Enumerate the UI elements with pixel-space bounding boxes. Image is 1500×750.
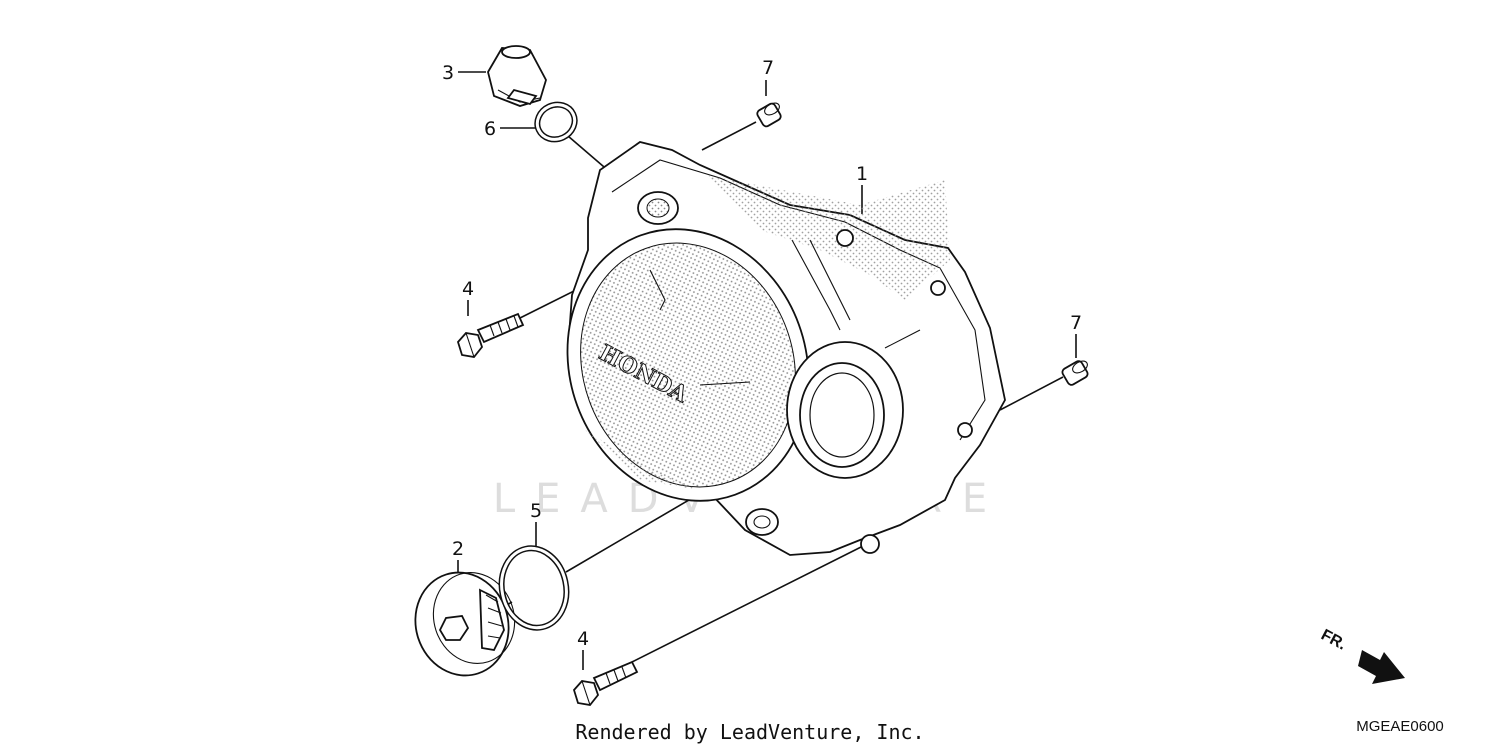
callout-6: 6 xyxy=(484,118,496,140)
crankcase-cover: HONDA xyxy=(566,141,1006,556)
callout-3: 3 xyxy=(442,62,454,84)
dowel-pin-upper xyxy=(756,102,782,128)
callout-5: 5 xyxy=(530,500,542,522)
callout-2: 2 xyxy=(452,538,464,560)
flange-bolt-upper xyxy=(456,312,525,358)
footer-credit: Rendered by LeadVenture, Inc. xyxy=(575,720,924,744)
dowel-pin-right xyxy=(1061,360,1089,386)
callout-1: 1 xyxy=(856,163,868,185)
front-direction-label: FR. xyxy=(1318,627,1349,654)
front-arrow-icon xyxy=(1358,650,1405,684)
diagram-code: MGEAE0600 xyxy=(1356,718,1444,735)
timing-hole-cap xyxy=(414,571,516,677)
front-direction-indicator: FR. xyxy=(1318,627,1405,684)
callout-7-right: 7 xyxy=(1070,312,1082,334)
callout-7-upper: 7 xyxy=(762,57,774,79)
flange-bolt-lower xyxy=(572,660,639,706)
callout-4-upper: 4 xyxy=(462,278,474,300)
callout-4-lower: 4 xyxy=(577,628,589,650)
oil-filler-cap xyxy=(487,45,547,107)
